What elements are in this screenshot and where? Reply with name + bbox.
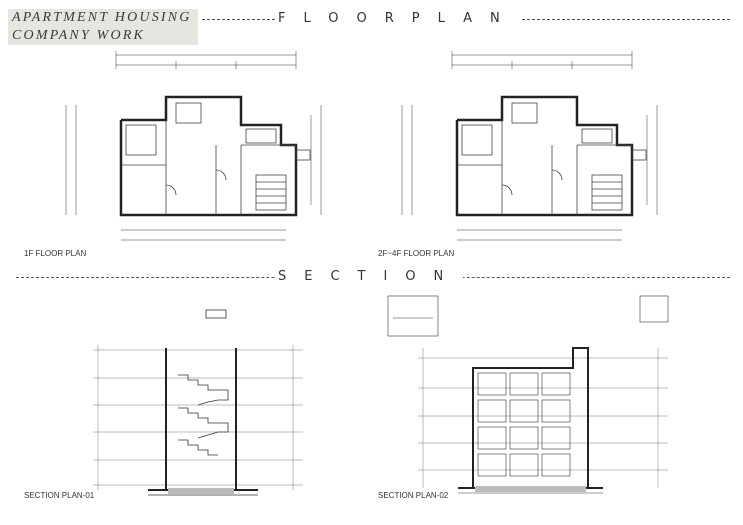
caption-2f-4f-floor-plan: 2F~4F FLOOR PLAN [378,249,455,258]
floor-plan-2f-4f-drawing [401,51,658,241]
title-line-1: APARTMENT HOUSING [12,10,192,25]
floorplan-heading: FLOORPLAN [276,11,520,26]
caption-1f-floor-plan: 1F FLOOR PLAN [24,249,87,258]
title-box [8,9,198,45]
section-plan-01-drawing [93,309,303,496]
caption-section-plan-01: SECTION PLAN-01 [24,491,95,500]
section-plan-02-drawing [387,295,669,494]
title-line-2: COMPANY WORK [12,28,146,43]
floor-plan-1f-drawing [65,51,322,241]
section-heading: SECTION [276,269,464,284]
caption-section-plan-02: SECTION PLAN-02 [378,491,449,500]
